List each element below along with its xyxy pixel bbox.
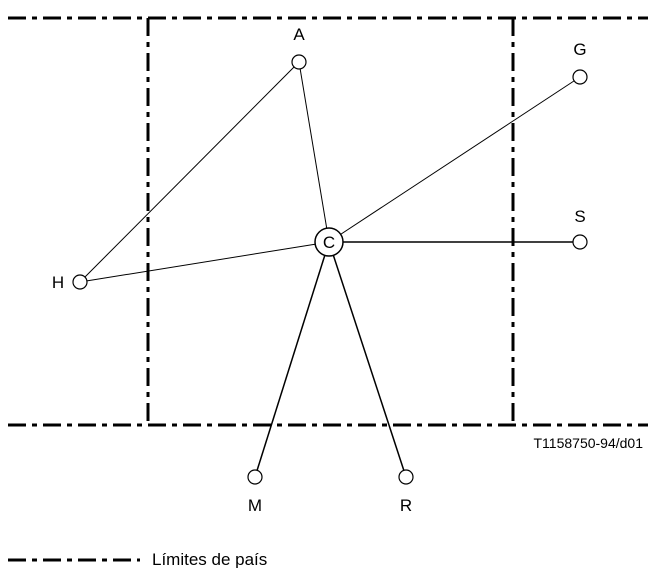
- node-a-label: A: [293, 25, 305, 44]
- node-m-label: M: [248, 496, 262, 515]
- link-c-a: [298, 61, 330, 243]
- nodes: [72, 54, 588, 485]
- links: [79, 61, 581, 478]
- node-s: [572, 234, 588, 250]
- node-m: [247, 469, 263, 485]
- link-c-r: [328, 241, 407, 478]
- link-c-m: [254, 241, 330, 478]
- node-a: [291, 54, 307, 70]
- node-c: [314, 227, 344, 257]
- country-borders: [8, 16, 648, 427]
- node-g-label: G: [573, 40, 586, 59]
- link-c-g: [328, 76, 581, 243]
- node-s-label: S: [574, 207, 585, 226]
- node-h: [72, 274, 88, 290]
- node-r: [398, 469, 414, 485]
- node-h-label: H: [52, 273, 64, 292]
- legend-label: Límites de país: [152, 550, 267, 568]
- link-a-h: [79, 61, 300, 283]
- figure-reference: T1158750-94/d01: [534, 435, 644, 451]
- node-r-label: R: [400, 496, 412, 515]
- node-c-label: C: [323, 233, 335, 252]
- node-g: [572, 69, 588, 85]
- link-c-h: [79, 241, 330, 283]
